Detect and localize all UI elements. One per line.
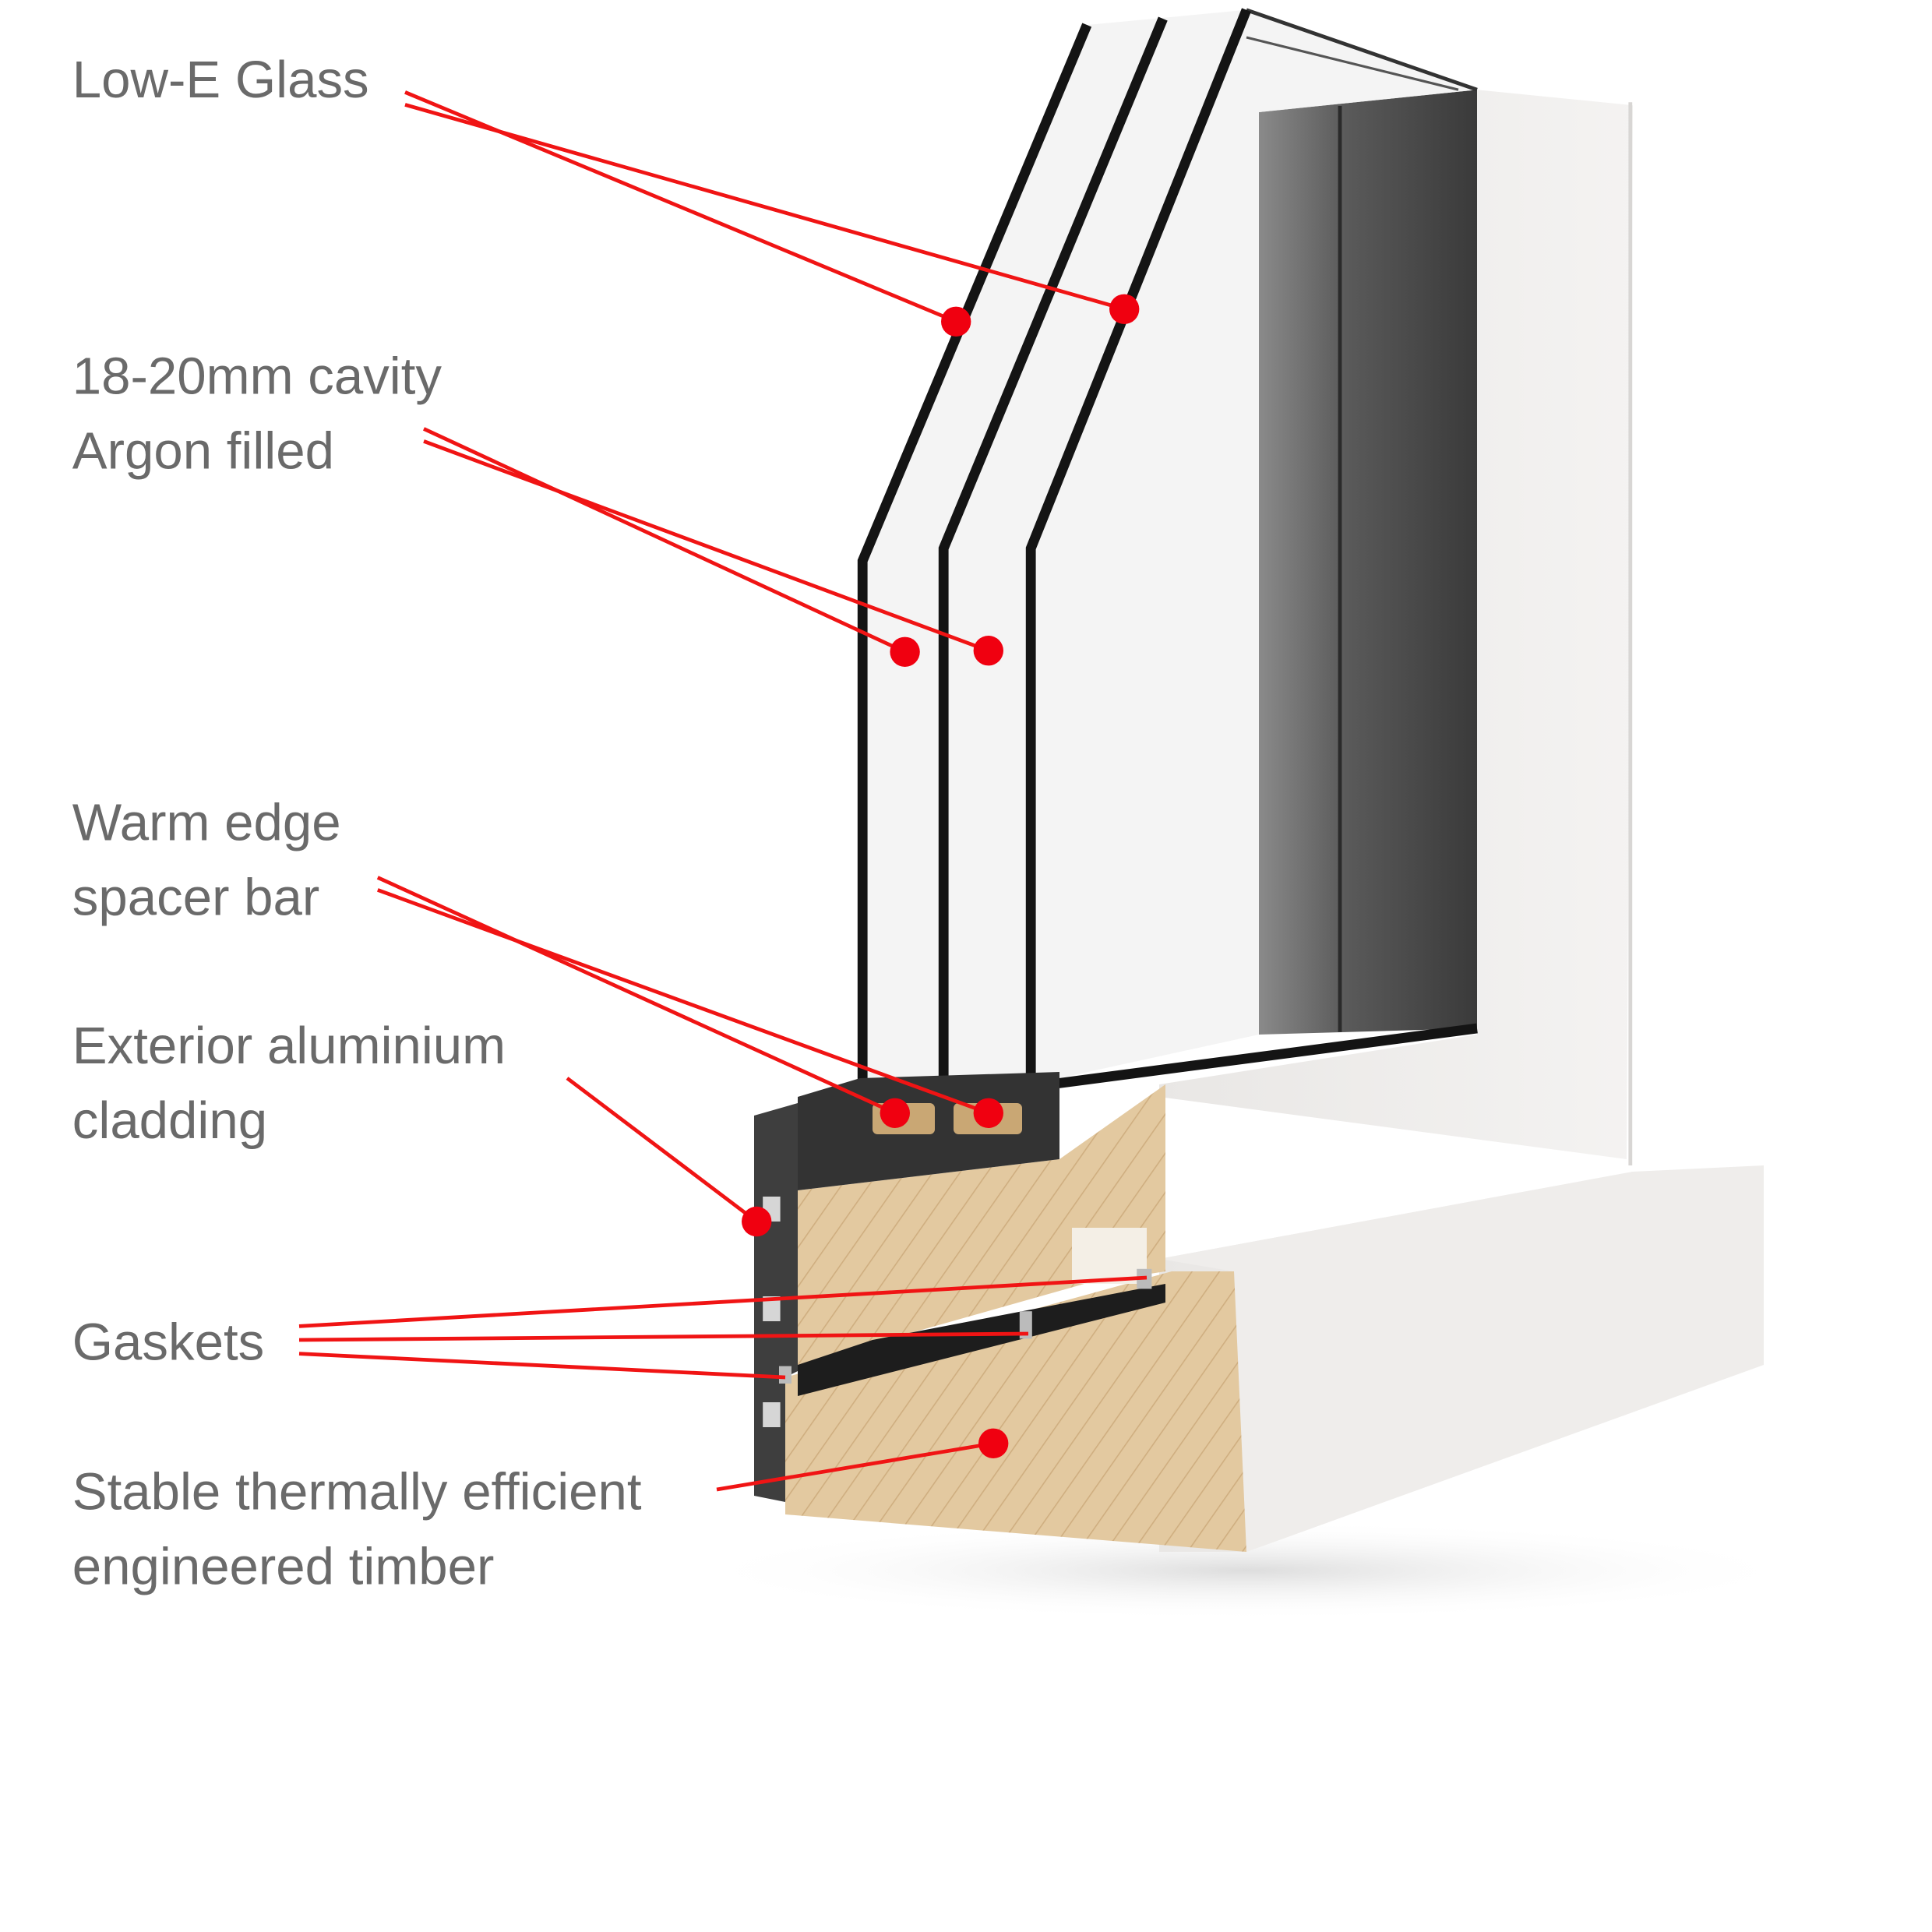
leader-cavity (422, 427, 1003, 667)
glazing-reveal (1259, 90, 1477, 1035)
gasket-3 (779, 1366, 791, 1384)
label-spacer-1: Warm edge (72, 793, 341, 851)
label-low-e-glass: Low-E Glass (72, 51, 369, 109)
glass-pane-inner (1025, 8, 1251, 1088)
timber-sash (798, 1084, 1165, 1365)
gasket-channel (798, 1284, 1165, 1396)
leader-gaskets (298, 1275, 1148, 1380)
frame-sill (1159, 1165, 1764, 1552)
leader-timber (716, 1428, 1009, 1492)
leader-cladding (566, 1077, 772, 1237)
label-cavity-1: 18-20mm cavity (72, 347, 442, 406)
floor-shadow (686, 1521, 1807, 1620)
label-cavity-2: Argon filled (72, 422, 334, 481)
label-gaskets: Gaskets (72, 1313, 264, 1372)
label-timber-2: engineered timber (72, 1538, 495, 1596)
glass-pane-middle (938, 16, 1168, 1088)
leader-low-e-glass (404, 90, 1140, 337)
label-cladding-2: cladding (72, 1091, 267, 1150)
rebate (1072, 1228, 1147, 1284)
label-spacer-2: spacer bar (72, 868, 319, 926)
leader-spacer (376, 876, 1003, 1128)
gasket-2 (1019, 1311, 1032, 1339)
glass-pane-outer (857, 23, 1092, 1088)
label-timber-1: Stable thermally efficient (72, 1463, 642, 1521)
label-cladding-1: Exterior aluminium (72, 1017, 506, 1075)
timber-frame (785, 1271, 1246, 1552)
